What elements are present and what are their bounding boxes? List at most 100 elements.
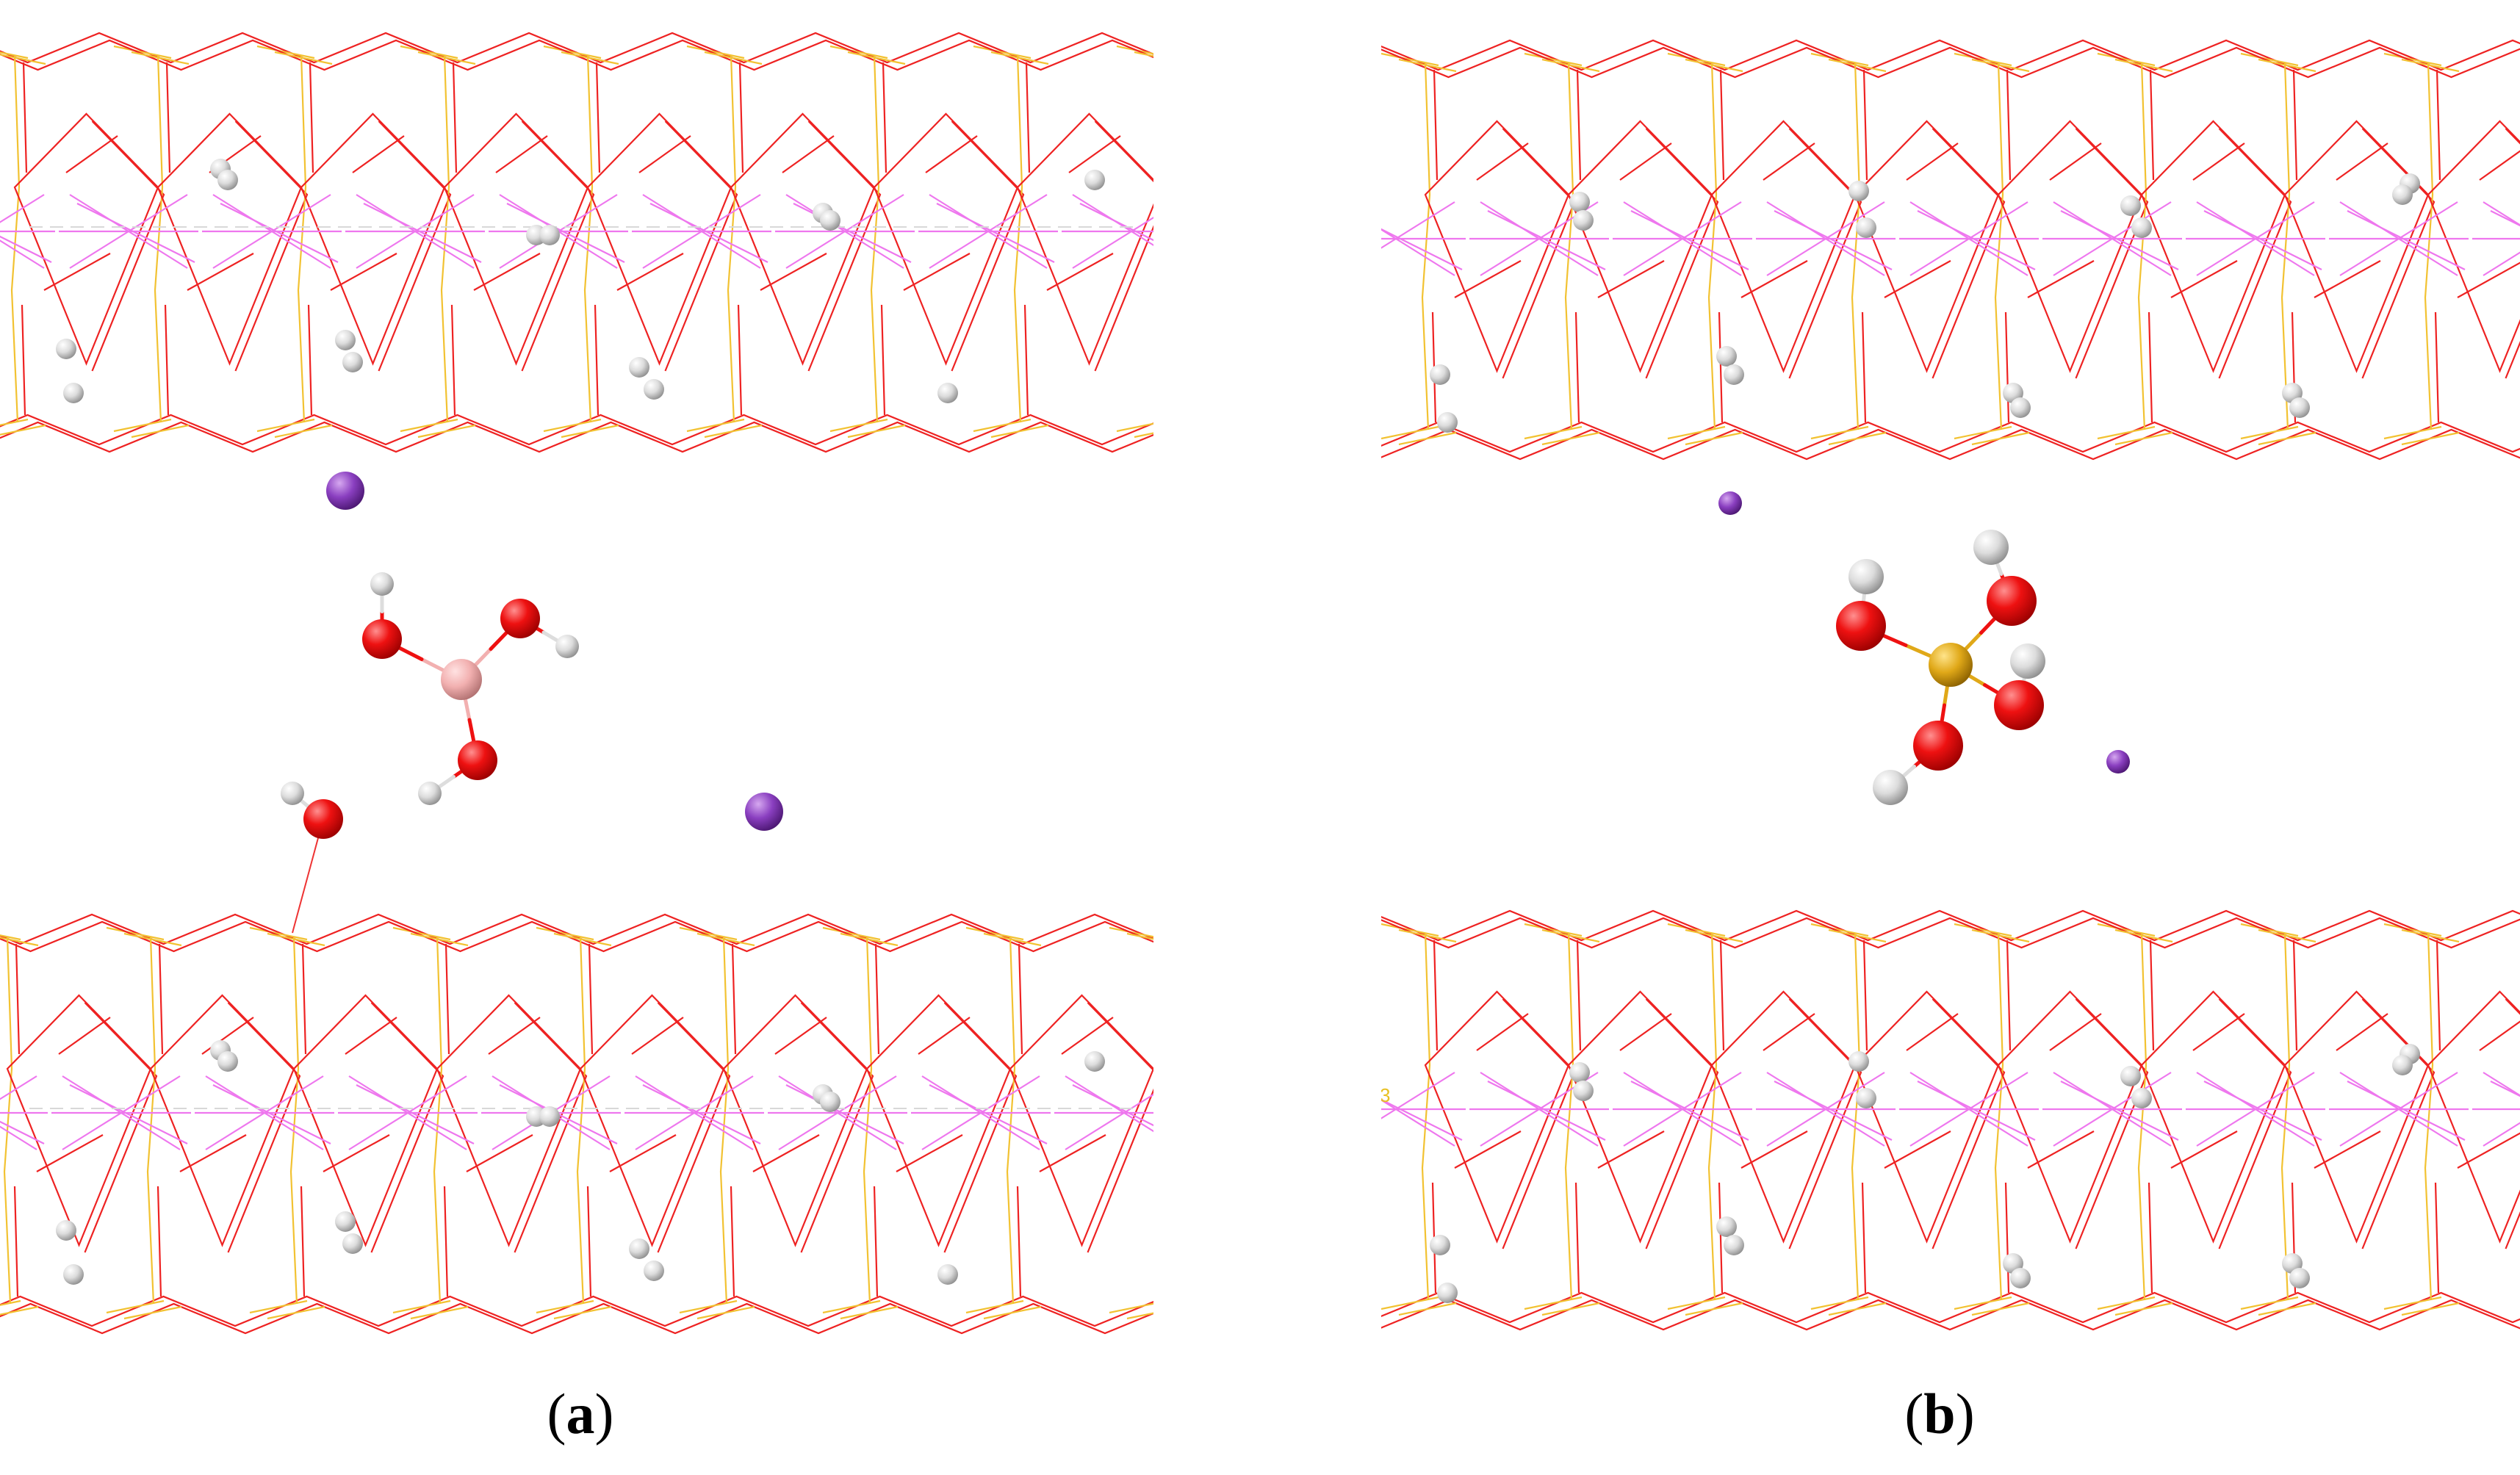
magnesium-bond (220, 203, 339, 263)
silicon-bond (0, 926, 1153, 941)
hydrogen-atom (370, 572, 394, 596)
octahedral-bond (1710, 120, 1857, 373)
oxygen-atom (1987, 576, 2037, 626)
octahedral-bond (664, 120, 738, 372)
hydrogen-atom (820, 1092, 840, 1112)
silicon-leg (440, 54, 450, 423)
magnesium-bond (2472, 201, 2520, 276)
silicon-leg (2280, 62, 2291, 430)
octahedral-bond (2218, 998, 2292, 1249)
magnesium-bond (195, 1075, 334, 1150)
octahedral-bond (2218, 128, 2292, 379)
octahedral-bond (807, 120, 882, 372)
magnesium-bond (363, 203, 482, 263)
hydroxyl-bond (36, 1017, 111, 1172)
hydrogen-atom (1873, 770, 1908, 805)
hydrogen-atom (1084, 170, 1105, 190)
silicon-bond (1398, 431, 2460, 446)
hydrogen-atom (1573, 1081, 1594, 1101)
octahedral-bond (521, 120, 595, 372)
octahedral-bond (436, 994, 582, 1247)
silicon-bond (1381, 1296, 2442, 1310)
magnesium-bond (911, 1075, 1051, 1150)
hydrogen-atom (2131, 1088, 2152, 1108)
oxygen-leg (2148, 69, 2155, 423)
hydroxyl-bond (1597, 1013, 1672, 1169)
octahedral-bond (234, 120, 309, 372)
silicon-leg (1421, 62, 1431, 430)
oxygen-atom (362, 619, 402, 659)
hydroxyl-bond (323, 1017, 397, 1172)
silicon-leg (719, 936, 730, 1305)
oxygen-leg (443, 943, 450, 1297)
magnesium-bond (2329, 201, 2469, 276)
hydrogen-atom (1716, 1216, 1737, 1237)
silicon-leg (1421, 932, 1431, 1301)
magnesium-bond (918, 194, 1058, 269)
magnesium-bond (1079, 203, 1153, 242)
hydrogen-atom (937, 383, 958, 403)
hydrogen-atom (335, 330, 356, 350)
hydrogen-atom (1856, 1088, 1876, 1108)
magnesium-bond (1774, 210, 1893, 270)
silicon-leg (863, 936, 873, 1305)
octahedral-bond (1710, 990, 1857, 1244)
hydrogen-atom (418, 782, 442, 805)
silicon-bond (0, 1299, 1153, 1314)
hydrogen-atom (56, 1220, 76, 1241)
octahedral-bond (1997, 990, 2143, 1244)
hydroxyl-bond (2457, 1020, 2520, 1169)
octahedral-bond (2140, 120, 2286, 373)
silicon-bond (0, 424, 1153, 439)
hydroxyl-bond (1740, 1013, 1815, 1169)
magnesium-bond (212, 1084, 331, 1144)
silicon-leg (3, 936, 13, 1305)
hydroxyl-bond (760, 135, 835, 291)
octahedral-bond (149, 994, 295, 1247)
magnesium-bond (1756, 1072, 1896, 1147)
octahedral-bond (2075, 998, 2149, 1249)
octahedral-bond (1854, 120, 2000, 373)
magnesium-bond (2490, 210, 2520, 227)
silicon-leg (1707, 62, 1718, 430)
oxygen-bond (1381, 1299, 2520, 1331)
hydrogen-atom (1856, 217, 1876, 238)
silicon-leg (10, 54, 21, 423)
hydroxyl-bond (903, 135, 978, 291)
octahedral-bond (91, 120, 165, 372)
hydrogen-atom (1569, 1062, 1590, 1083)
bottom-clay-layer (1381, 909, 2520, 1331)
hydrogen-atom (2120, 1066, 2141, 1086)
hydroxyl-bond (466, 1017, 541, 1172)
octahedral-bond (1016, 112, 1153, 366)
hydroxyl-bond (752, 1017, 827, 1172)
oxygen-leg (594, 62, 601, 416)
hydrogen-atom (539, 225, 560, 245)
hydroxyl-bond (2027, 143, 2102, 298)
oxygen-bond (1381, 1291, 2520, 1324)
magnesium-bond (768, 1075, 907, 1150)
silicon-leg (1006, 936, 1016, 1305)
hydroxyl-bond (1039, 1017, 1114, 1172)
magnesium-bond (2490, 1081, 2520, 1097)
magnesium-bond (2472, 1072, 2520, 1147)
oxygen-atom (1913, 721, 1963, 771)
silicon-bond (1398, 1302, 2460, 1316)
hydroxyl-bond (2314, 1013, 2388, 1169)
silicon-leg (1994, 62, 2004, 430)
silicon-leg (870, 54, 880, 423)
silicon-bond (1398, 928, 2460, 943)
hydrogen-atom (335, 1211, 356, 1232)
silicon-leg (2424, 62, 2434, 430)
silicon-bond (1381, 425, 2442, 440)
magnesium-bond (2060, 1081, 2179, 1141)
potassium-ion (1718, 491, 1742, 515)
oxygen-leg (300, 943, 307, 1297)
octahedral-bond (1645, 128, 1719, 379)
caption-b-letter: b (1923, 1382, 1956, 1446)
octahedral-bond (2283, 120, 2430, 373)
silicon-leg (1707, 932, 1718, 1301)
octahedral-bond (951, 120, 1025, 372)
top-clay-layer (0, 32, 1153, 453)
octahedral-bond (943, 1002, 1018, 1253)
